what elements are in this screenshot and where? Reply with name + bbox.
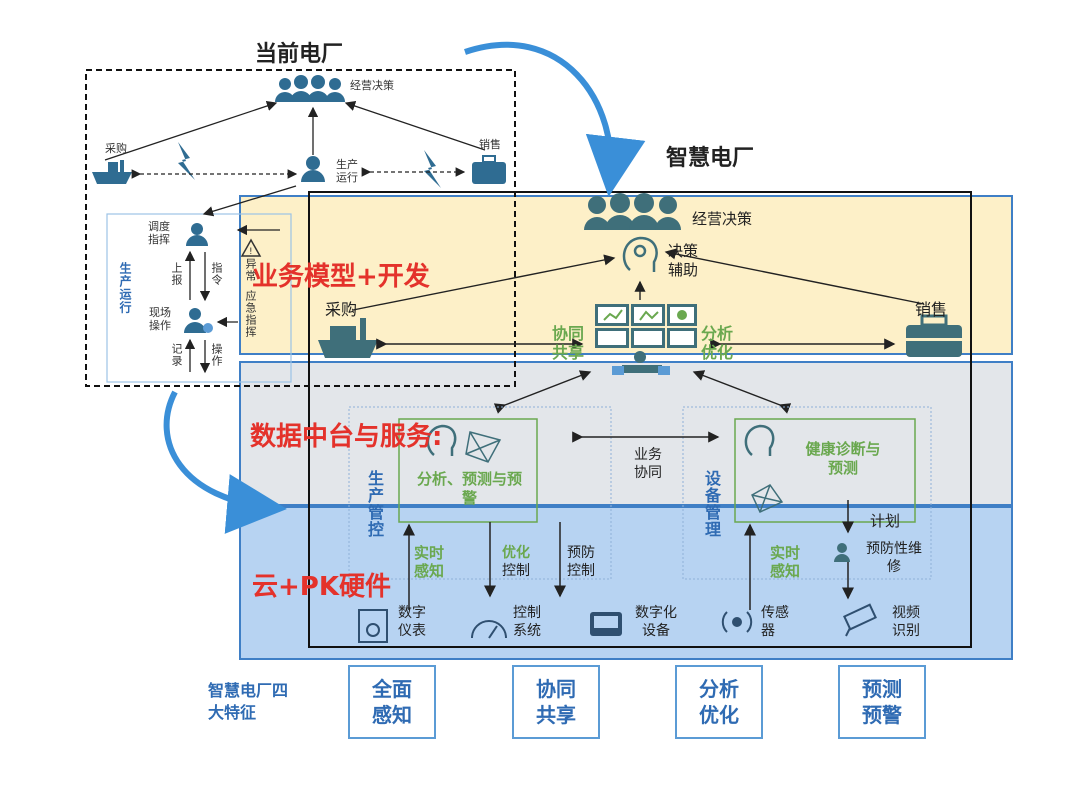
brain-icon-left (426, 424, 457, 456)
brain-head-icon (622, 236, 658, 272)
lightning-icon-right (424, 150, 441, 188)
ship-icon (92, 160, 132, 184)
cp-business-decision-label: 经营决策 (350, 79, 394, 92)
feature-collab-share: 协同共享 (512, 665, 600, 739)
cp-anomaly-label: 异常 (244, 258, 257, 282)
current-plant-frame (85, 69, 516, 387)
digital-meter-icon (358, 609, 388, 643)
features-label: 智慧电厂四大特征 (208, 681, 289, 722)
layer-cloud-label: 云+PK硬件 (252, 572, 391, 602)
transition-arrow-left (163, 390, 287, 534)
preventive-control-label: 预防控制 (567, 545, 595, 579)
video-recog-label: 视频识别 (892, 605, 920, 639)
dispatcher-icon (186, 223, 208, 246)
feature-predict-warn: 预测预警 (838, 665, 926, 739)
digital-device-icon (590, 612, 622, 636)
cp-record-label: 记录 (170, 343, 183, 367)
layer-business-label: 业务模型+开发 (252, 262, 430, 292)
sensor-icon (721, 611, 753, 633)
maintenance-worker-icon (834, 543, 850, 562)
control-system-label: 控制系统 (513, 605, 541, 639)
sp-collab-share-label: 协同共享 (552, 324, 585, 362)
current-plant-title: 当前电厂 (255, 42, 344, 67)
warning-icon: ! (240, 238, 262, 257)
optimize-control-group: 优化 控制 (496, 544, 536, 580)
sensor-label: 传感器 (761, 605, 789, 639)
digital-equipment-label: 数字化设备 (635, 605, 677, 639)
people-group-icon (275, 75, 345, 102)
feature-label: 协同共享 (536, 677, 576, 727)
sp-decision-aid-label: 决策辅助 (668, 242, 699, 279)
sp-analysis-opt-label: 分析优化 (701, 324, 734, 362)
worker-icon (301, 156, 325, 182)
cp-production-side-label: 生产运行 (118, 262, 132, 314)
equipment-dotted-box (682, 406, 932, 580)
camera-icon (843, 603, 877, 637)
layer-data-label: 数据中台与服务: (250, 422, 443, 452)
dashboard-screens-icon (595, 304, 697, 348)
cp-instruct-label: 指令 (210, 262, 223, 286)
business-collab-label: 业务协同 (634, 447, 662, 481)
cp-report-up-label: 上报 (170, 262, 183, 286)
analysis-box (398, 418, 538, 523)
cp-purchase-label: 采购 (105, 142, 127, 155)
operator-desk-icon (612, 351, 670, 375)
prod-control-dotted-box (348, 406, 612, 580)
cargo-ship-icon (318, 318, 378, 358)
sp-purchase-label: 采购 (325, 300, 358, 319)
production-inner-box (106, 213, 292, 383)
brain-icon-right (744, 424, 775, 456)
cp-production-run-label: 生产运行 (336, 158, 358, 184)
health-diag-label: 健康诊断与预测 (805, 440, 881, 477)
feature-label: 全面感知 (372, 677, 412, 727)
feature-analysis-opt: 分析优化 (675, 665, 763, 739)
cp-field-operation-label: 现场操作 (149, 306, 171, 332)
plan-label: 计划 (870, 512, 901, 530)
cp-emergency-label: 应急指挥 (244, 290, 257, 338)
cp-sales-label: 销售 (479, 138, 501, 151)
cp-dispatch-label: 调度指挥 (148, 220, 170, 246)
health-box (734, 418, 916, 523)
toolbox-icon (906, 314, 962, 357)
decision-team-icon (584, 193, 681, 230)
sp-sales-label: 销售 (915, 300, 948, 319)
equipment-mgmt-label: 设备管理 (702, 470, 721, 538)
briefcase-icon (472, 155, 506, 184)
transition-arrow-top (464, 41, 646, 197)
feature-label: 预测预警 (862, 677, 902, 727)
realtime-sense-right-label: 实时感知 (770, 544, 801, 580)
feature-label: 分析优化 (699, 677, 739, 727)
realtime-sense-left-label: 实时感知 (414, 544, 445, 580)
smart-plant-title: 智慧电厂 (666, 146, 755, 171)
sp-business-decision-label: 经营决策 (692, 210, 753, 228)
network-icon-left (465, 431, 502, 463)
digital-meter-label: 数字仪表 (398, 605, 426, 639)
svg-text:!: ! (249, 247, 253, 257)
optimize-label: 优化 (502, 545, 530, 561)
control-label: 控制 (502, 563, 530, 579)
lightning-icon-left (178, 142, 195, 180)
analysis-predict-label: 分析、预测与预警 (416, 470, 522, 507)
network-icon-right (751, 484, 784, 513)
prod-control-label: 生产管控 (365, 470, 384, 538)
preventive-repair-label: 预防性维修 (866, 541, 922, 575)
feature-full-perception: 全面感知 (348, 665, 436, 739)
control-gauge-icon (471, 620, 507, 639)
field-operator-icon (184, 308, 213, 333)
cp-operate-label: 操作 (210, 343, 223, 367)
